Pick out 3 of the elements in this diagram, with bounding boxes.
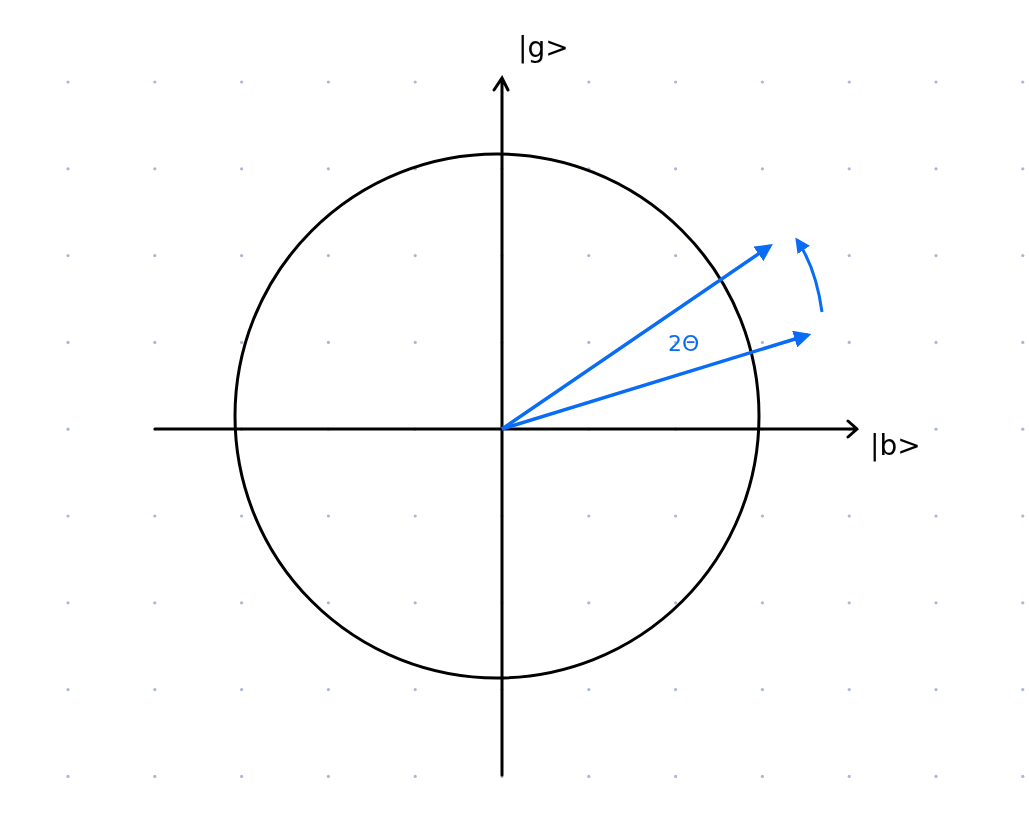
axis-label: |b> xyxy=(870,432,921,460)
angle-label: 2Θ xyxy=(668,333,700,355)
axis-label: |g> xyxy=(518,34,569,62)
